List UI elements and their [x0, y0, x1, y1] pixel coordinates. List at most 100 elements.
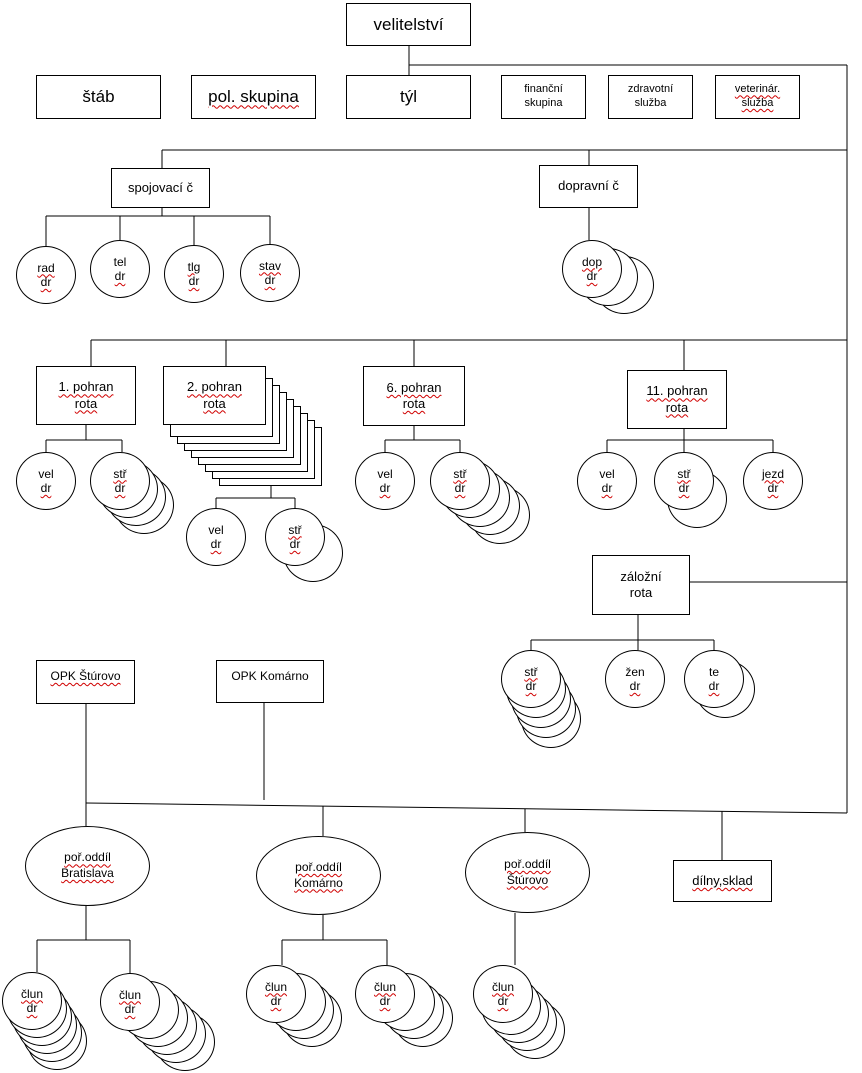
str-dr-circle: stř dr: [501, 650, 561, 708]
rota-11-box: 11. pohran rota: [627, 370, 727, 429]
tel-dr-circle: tel dr: [90, 240, 150, 298]
financni-skupina-box: finanční skupina: [501, 75, 586, 119]
vel-dr-circle: vel dr: [16, 452, 76, 510]
circle-label-1: člun: [491, 979, 514, 994]
circle-label-2: dr: [454, 481, 466, 495]
te-dr-circle: te dr: [684, 650, 744, 708]
circle-label-2: dr: [124, 1002, 136, 1016]
stab-label: štáb: [82, 87, 115, 107]
circle-label-2: dr: [379, 481, 391, 495]
circle-label-1: vel: [38, 466, 54, 481]
circle-label-1: žen: [625, 664, 645, 679]
oddil-bratislava-ellipse: poř.oddíl Bratislava: [25, 826, 150, 906]
rota-1-label: 1. pohran rota: [58, 379, 114, 411]
circle-label-2: dr: [26, 1001, 38, 1015]
stav-dr-circle: stav dr: [240, 244, 300, 302]
circle-label-1: člun: [264, 979, 287, 994]
circle-label-2: dr: [270, 994, 282, 1008]
circle-label-1: vel: [377, 466, 393, 481]
rota-6-label: 6. pohran rota: [386, 379, 442, 411]
circle-label-1: vel: [599, 466, 615, 481]
veterinar-sluzba-label: veterinár. služba: [734, 83, 781, 109]
tlg-dr-circle: tlg dr: [164, 245, 224, 303]
financni-skupina-label: finanční skupina: [524, 83, 563, 109]
dilny-sklad-label: dílny,sklad: [692, 872, 753, 888]
circle-label-2: dr: [264, 273, 276, 287]
circle-label-1: vel: [208, 522, 224, 537]
circle-label-2: dr: [379, 994, 391, 1008]
clun-dr-circle: člun dr: [246, 965, 306, 1023]
circle-label-1: člun: [20, 986, 43, 1001]
str-dr-circle: stř dr: [654, 452, 714, 510]
vel-dr-circle: vel dr: [355, 452, 415, 510]
velitelstvi-box: velitelství: [346, 3, 471, 46]
circle-label-2: dr: [40, 275, 52, 289]
zdravotni-sluzba-label: zdravotní služba: [627, 83, 674, 109]
circle-label-2: dr: [40, 481, 52, 495]
circle-label-2: dr: [586, 269, 598, 283]
circle-label-2: dr: [678, 481, 690, 495]
zalozni-rota-label: záložní rota: [620, 568, 662, 600]
stab-box: štáb: [36, 75, 161, 119]
dopravni-label: dopravní č: [558, 178, 619, 194]
rad-dr-circle: rad dr: [16, 246, 76, 304]
opk-sturovo-label: OPK Štúrovo: [50, 669, 121, 683]
str-dr-circle: stř dr: [430, 452, 490, 510]
rota-1-box: 1. pohran rota: [36, 366, 136, 425]
opk-sturovo-box: OPK Štúrovo: [36, 660, 135, 704]
zalozni-rota-box: záložní rota: [592, 555, 690, 615]
opk-komarno-label: OPK Komárno: [231, 669, 309, 683]
tyl-label: týl: [400, 87, 417, 107]
circle-label-1: stř: [677, 466, 691, 481]
circle-label-1: člun: [118, 987, 141, 1002]
oddil-komarno-label: poř.oddíl Komárno: [294, 859, 343, 890]
circle-label-1: tel: [113, 254, 127, 269]
spojovaci-label: spojovací č: [127, 179, 194, 195]
circle-label-2: dr: [289, 537, 301, 551]
clun-dr-circle: člun dr: [2, 972, 62, 1030]
rota-6-box: 6. pohran rota: [363, 366, 465, 426]
circle-label-1: te: [708, 664, 719, 679]
circle-label-2: dr: [601, 481, 613, 495]
circle-label-2: dr: [497, 994, 509, 1008]
rota-11-label: 11. pohran rota: [646, 383, 708, 415]
oddil-sturovo-ellipse: poř.oddíl Štúrovo: [465, 832, 590, 913]
circle-label-1: člun: [373, 979, 396, 994]
circle-label-2: dr: [629, 679, 641, 693]
circle-label-2: dr: [188, 274, 200, 288]
oddil-sturovo-label: poř.oddíl Štúrovo: [504, 856, 551, 887]
zdravotni-sluzba-box: zdravotní služba: [608, 75, 693, 119]
vel-dr-circle: vel dr: [186, 508, 246, 566]
clun-dr-circle: člun dr: [355, 965, 415, 1023]
circle-label-2: dr: [210, 537, 222, 551]
clun-dr-circle: člun dr: [473, 965, 533, 1023]
circle-label-1: stř: [524, 664, 538, 679]
circle-label-1: dop: [581, 254, 603, 269]
velitelstvi-label: velitelství: [373, 14, 444, 34]
str-dr-circle: stř dr: [265, 508, 325, 566]
circle-label-1: stř: [453, 466, 467, 481]
circle-label-2: dr: [708, 679, 720, 693]
clun-dr-circle: člun dr: [100, 973, 160, 1031]
rota-2-box: 2. pohran rota: [163, 366, 266, 425]
circle-label-2: dr: [525, 679, 537, 693]
pol-skupina-box: pol. skupina: [191, 75, 316, 119]
opk-komarno-box: OPK Komárno: [216, 660, 324, 703]
rota-2-label: 2. pohran rota: [187, 379, 242, 411]
str-dr-circle: stř dr: [90, 452, 150, 510]
pol-skupina-label: pol. skupina: [208, 87, 299, 107]
vel-dr-circle: vel dr: [577, 452, 637, 510]
dopravni-box: dopravní č: [539, 165, 638, 208]
circle-label-1: jezd: [761, 466, 784, 481]
circle-label-2: dr: [114, 269, 126, 283]
oddil-bratislava-label: poř.oddíl Bratislava: [61, 850, 114, 880]
circle-label-1: rad: [37, 260, 55, 275]
circle-label-1: stř: [113, 466, 127, 481]
circle-label-1: stř: [288, 522, 302, 537]
jezd-dr-circle: jezd dr: [743, 452, 803, 510]
dop-dr-circle: dop dr: [562, 240, 622, 298]
oddil-komarno-ellipse: poř.oddíl Komárno: [256, 836, 381, 915]
tyl-box: týl: [346, 75, 471, 119]
